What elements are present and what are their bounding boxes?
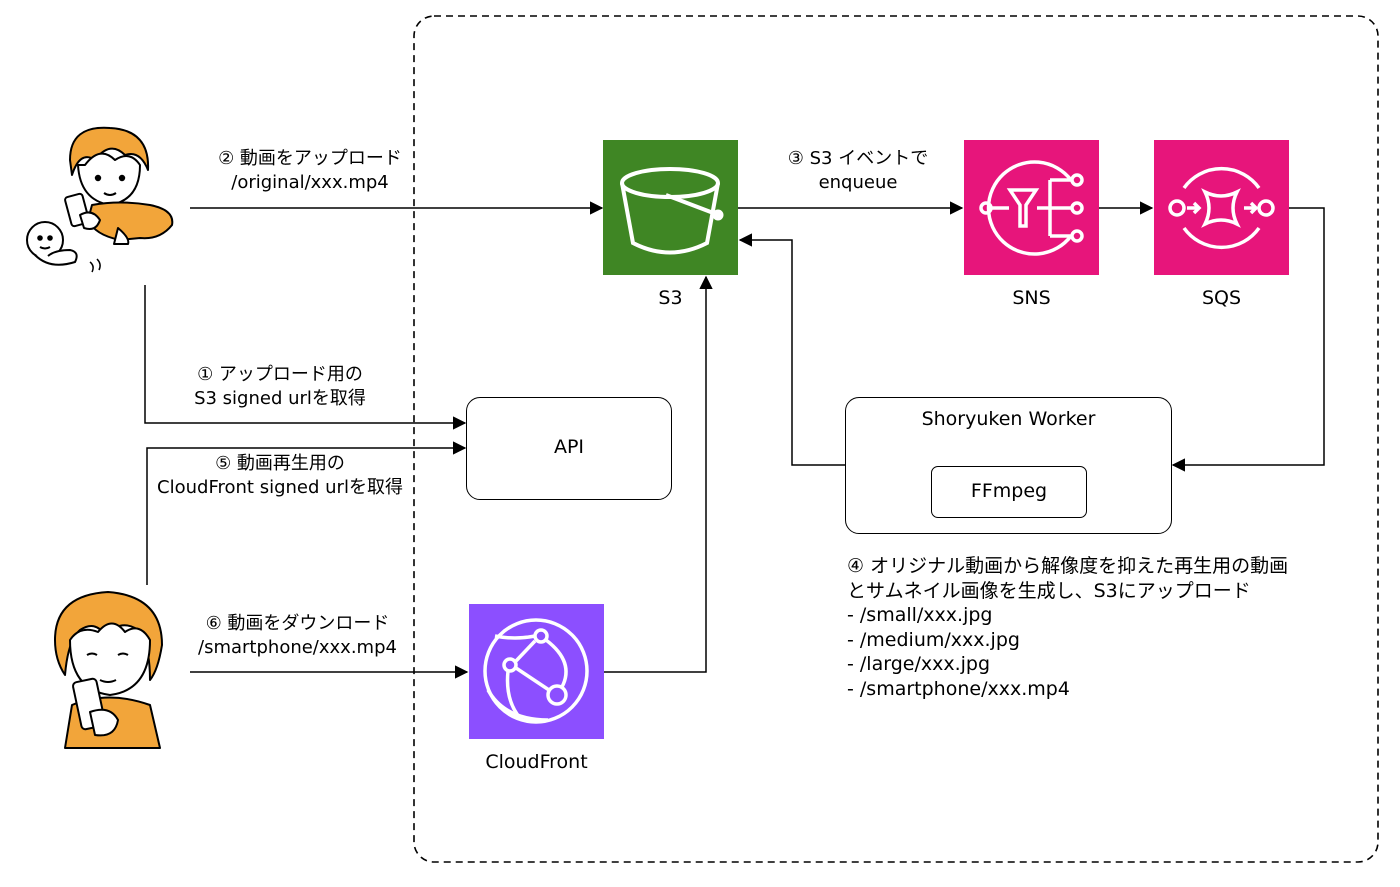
edge-signed-url [144, 285, 467, 430]
aws-boundary [413, 15, 1379, 863]
cloudfront-tile[interactable] [469, 604, 604, 739]
edge-sqs-worker [1171, 207, 1325, 472]
note-line-4: - /medium/xxx.jpg [847, 628, 1020, 651]
edge-label-event-line2: enqueue [818, 172, 898, 193]
edge-cf-s3 [604, 275, 713, 673]
edge-label-event: ③ S3 イベントで enqueue [768, 147, 948, 195]
processing-note: ④ オリジナル動画から解像度を抑えた再生用の動画 とサムネイル画像を生成し、S3… [847, 554, 1288, 701]
edge-label-upload-line1: ② 動画をアップロード [218, 148, 402, 169]
edge-label-cf-line2: CloudFront signed urlを取得 [157, 477, 403, 498]
api-box[interactable]: API [466, 397, 672, 500]
parent-with-baby-smartphone-icon [26, 126, 174, 273]
note-line-6: - /smartphone/xxx.mp4 [847, 677, 1070, 700]
worker-title: Shoryuken Worker [921, 408, 1096, 430]
edge-label-upload: ② 動画をアップロード /original/xxx.mp4 [200, 147, 420, 195]
ffmpeg-box[interactable]: FFmpeg [931, 466, 1087, 518]
sns-label: SNS [1012, 287, 1051, 309]
note-line-5: - /large/xxx.jpg [847, 653, 991, 675]
edge-label-download: ⑥ 動画をダウンロード /smartphone/xxx.mp4 [185, 612, 410, 660]
sqs-label: SQS [1201, 287, 1242, 309]
sqs-tile[interactable] [1154, 140, 1289, 275]
cloudfront-label: CloudFront [485, 751, 588, 773]
edge-label-event-line1: ③ S3 イベントで [787, 148, 929, 169]
shoryuken-worker-box[interactable]: Shoryuken Worker FFmpeg [845, 397, 1172, 534]
bucket-icon [620, 167, 724, 255]
s3-label: S3 [658, 287, 683, 309]
sns-tile[interactable] [964, 140, 1099, 275]
edge-label-upload-line2: /original/xxx.mp4 [231, 172, 389, 193]
edge-label-download-line1: ⑥ 動画をダウンロード [205, 613, 390, 634]
sqs-queue-icon [1168, 166, 1275, 250]
ffmpeg-label: FFmpeg [970, 480, 1048, 502]
edge-cf-url [146, 441, 467, 585]
cloudfront-globe-icon [483, 618, 589, 724]
note-line-2: とサムネイル画像を生成し、S3にアップロード [847, 579, 1251, 602]
api-label: API [553, 436, 585, 458]
s3-tile[interactable] [603, 140, 738, 275]
note-line-3: - /small/xxx.jpg [847, 604, 993, 626]
edge-label-download-line2: /smartphone/xxx.mp4 [198, 637, 397, 658]
note-line-1: ④ オリジナル動画から解像度を抑えた再生用の動画 [847, 555, 1289, 577]
edge-label-signed-url: ① アップロード用の S3 signed urlを取得 [170, 363, 390, 411]
edge-label-cf-line1: ⑤ 動画再生用の [215, 453, 345, 474]
sns-fanout-icon [979, 160, 1084, 256]
person-with-smartphone-icon [54, 591, 163, 749]
edge-worker-s3 [738, 233, 845, 466]
edge-label-signed-line2: S3 signed urlを取得 [194, 388, 366, 409]
edge-label-cf-url: ⑤ 動画再生用の CloudFront signed urlを取得 [150, 452, 410, 500]
edge-label-signed-line1: ① アップロード用の [197, 364, 363, 385]
